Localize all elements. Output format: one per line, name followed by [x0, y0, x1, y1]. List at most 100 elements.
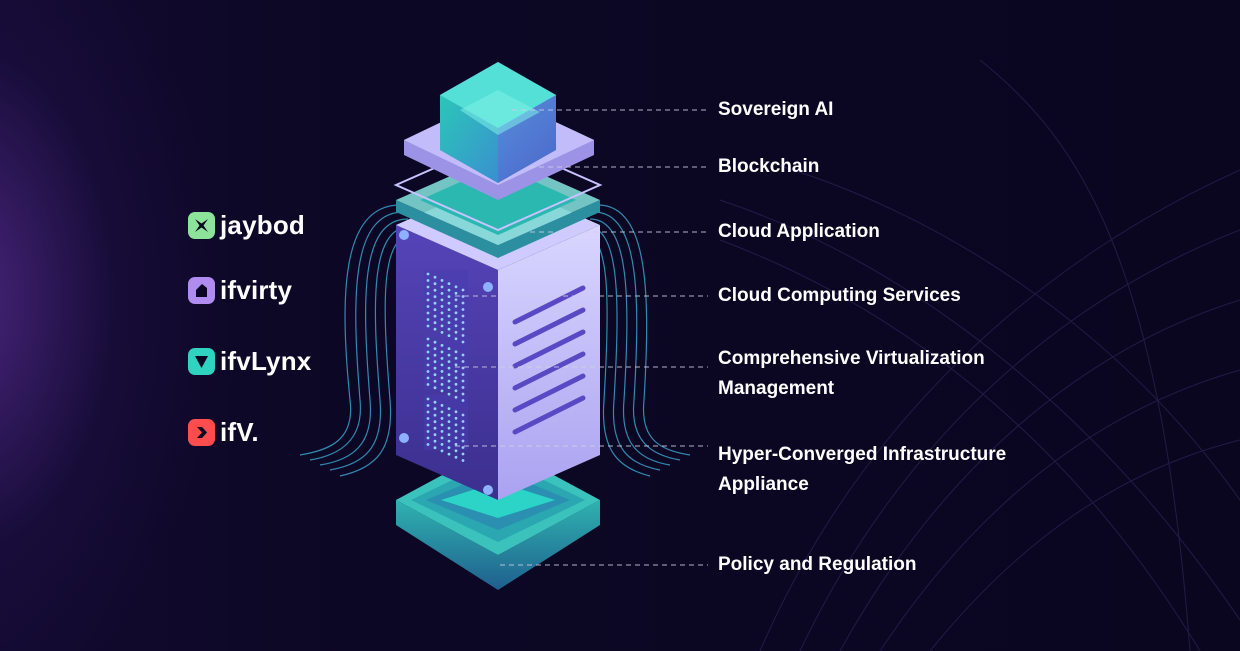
- led-dot: [447, 413, 451, 417]
- led-dot: [426, 298, 430, 302]
- led-dot: [454, 330, 458, 334]
- label-cloud-computing-services: Cloud Computing Services: [718, 285, 961, 306]
- led-dot: [433, 379, 437, 383]
- led-dot: [454, 350, 458, 354]
- led-dot: [440, 383, 444, 386]
- led-dot: [461, 459, 465, 462]
- brand-ifv: ifV.: [188, 417, 259, 447]
- led-dot: [461, 439, 465, 443]
- led-dot: [440, 324, 444, 328]
- led-dot: [447, 439, 451, 443]
- led-dot: [461, 288, 465, 292]
- led-dot: [454, 455, 458, 459]
- led-dot: [426, 311, 430, 315]
- led-dot: [454, 423, 458, 427]
- led-dot: [454, 304, 458, 308]
- led-dot: [447, 366, 451, 370]
- led-dot: [426, 370, 430, 373]
- brand-name: ifV.: [220, 416, 259, 447]
- led-dot: [447, 426, 451, 430]
- led-dot: [454, 317, 458, 321]
- led-dot: [447, 353, 451, 357]
- led-dot: [447, 321, 451, 324]
- background-wave-lines: [719, 59, 1240, 651]
- led-dot: [454, 389, 458, 393]
- led-dot: [461, 392, 465, 396]
- led-dot: [454, 416, 458, 420]
- led-dot: [433, 407, 437, 411]
- led-dot: [440, 436, 444, 440]
- led-dot: [440, 311, 444, 315]
- led-dot: [440, 410, 444, 414]
- led-dot: [440, 305, 444, 308]
- led-dot: [447, 295, 451, 298]
- led-dot: [433, 288, 437, 292]
- led-dot: [440, 298, 444, 302]
- led-dot: [426, 404, 430, 407]
- led-dot: [461, 321, 465, 324]
- led-dot: [433, 386, 437, 390]
- led-dot: [426, 443, 430, 446]
- led-dot: [447, 379, 451, 383]
- led-dot: [454, 337, 458, 341]
- led-dot: [426, 397, 430, 401]
- label-policy-and-regulation: Policy and Regulation: [718, 554, 917, 575]
- led-dot: [447, 446, 451, 449]
- led-dot: [433, 400, 437, 404]
- led-dot: [426, 318, 430, 321]
- led-dot: [461, 379, 465, 383]
- led-dot: [454, 285, 458, 289]
- led-dot: [454, 311, 458, 315]
- label-cloud-application: Cloud Application: [718, 221, 880, 242]
- label-comprehensive-virtualization-management: Comprehensive Virtualization Management: [718, 348, 985, 399]
- led-dot: [426, 410, 430, 414]
- led-dot: [426, 357, 430, 360]
- led-dot: [454, 442, 458, 446]
- led-dot: [447, 288, 451, 292]
- led-dot: [433, 314, 437, 318]
- brand-jaybod: jaybod: [188, 210, 305, 240]
- led-dot: [426, 324, 430, 328]
- led-dot: [461, 334, 465, 337]
- led-dot: [447, 334, 451, 337]
- x-star-icon: [188, 211, 215, 239]
- led-dot: [454, 369, 458, 373]
- led-dot: [454, 324, 458, 328]
- led-dot: [440, 404, 444, 407]
- led-dot: [461, 327, 465, 331]
- label-hyper-converged-infrastructure-appliance: Hyper-Converged Infrastructure Appliance: [718, 444, 1007, 495]
- ai-cube: [440, 62, 556, 183]
- led-dot: [440, 292, 444, 295]
- led-dot: [433, 439, 437, 443]
- led-dot: [440, 449, 444, 453]
- led-dot: [461, 366, 465, 370]
- led-dot: [433, 340, 437, 344]
- led-dot: [433, 360, 437, 364]
- led-dot: [440, 285, 444, 289]
- led-dot: [447, 407, 451, 410]
- led-dot: [454, 410, 458, 414]
- led-dot: [454, 395, 458, 399]
- led-dot: [433, 282, 437, 286]
- led-dot: [440, 376, 444, 380]
- led-dot: [447, 308, 451, 311]
- led-dot: [426, 292, 430, 295]
- led-dot: [461, 373, 465, 376]
- led-dot: [447, 386, 451, 389]
- led-dot: [440, 389, 444, 393]
- led-dot: [461, 446, 465, 449]
- led-dot: [461, 433, 465, 436]
- led-dot: [426, 305, 430, 308]
- led-dot: [440, 344, 444, 347]
- led-dot: [447, 360, 451, 363]
- led-dot: [461, 426, 465, 430]
- led-dot: [461, 301, 465, 305]
- led-dot: [433, 420, 437, 424]
- led-dot: [447, 327, 451, 331]
- led-dot: [426, 279, 430, 282]
- led-dot: [433, 308, 437, 312]
- led-dot: [461, 308, 465, 311]
- led-dot: [454, 436, 458, 440]
- led-dot: [461, 386, 465, 389]
